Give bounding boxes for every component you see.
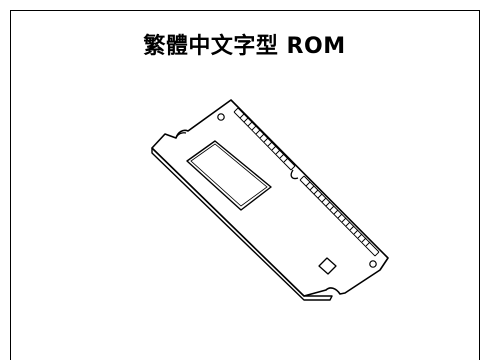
module-notch [175, 132, 187, 139]
contact-pins-lower [299, 175, 380, 257]
rom-chip-inner [190, 143, 268, 207]
mounting-hole-right [369, 260, 377, 268]
mounting-hole-top [217, 113, 225, 121]
figure-title: 繁體中文字型 ROM [143, 34, 346, 59]
rom-chip [186, 140, 272, 211]
small-component [318, 257, 337, 275]
connector-key-notch [290, 169, 299, 180]
contact-pins-upper [233, 107, 296, 171]
figure-frame [10, 10, 480, 360]
